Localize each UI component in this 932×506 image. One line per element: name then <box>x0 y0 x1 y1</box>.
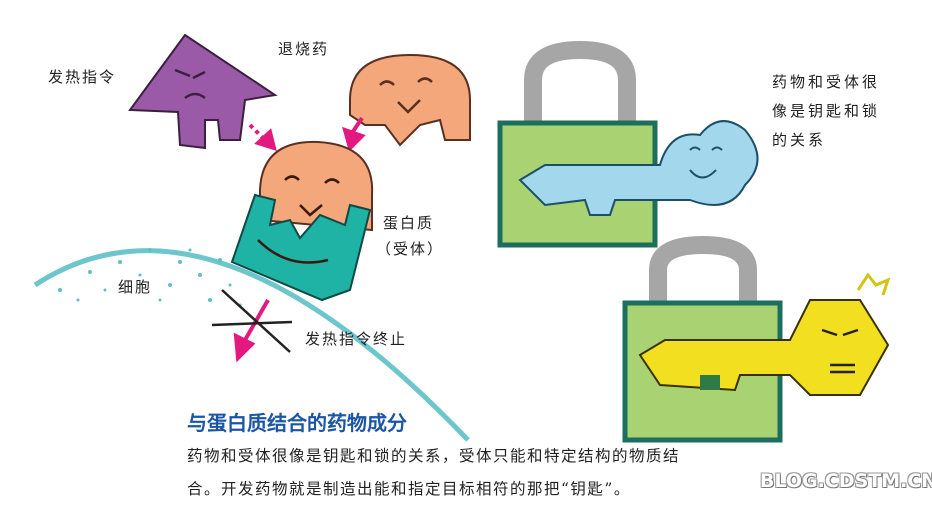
label-cell: 细胞 <box>118 278 153 296</box>
caption-line: 合。开发药物就是制造出能和指定目标相符的那把“钥匙”。 <box>187 480 631 498</box>
fever-signal-shape <box>128 33 278 150</box>
lock-with-wrong-key <box>622 235 891 443</box>
side-note-line: 像是钥匙和锁 <box>772 102 881 120</box>
label-protein: 蛋白质 <box>383 214 435 232</box>
lock-with-fitting-key <box>497 40 759 248</box>
label-fever-signal: 发热指令 <box>48 68 117 86</box>
cell-membrane <box>33 248 470 442</box>
side-note-line: 药物和受体很 <box>772 73 881 91</box>
side-note: 药物和受体很 像是钥匙和锁 的关系 <box>772 68 880 155</box>
caption-line: 药物和受体很像是钥匙和锁的关系，受体只能和特定结构的物质结 <box>187 447 681 465</box>
receptor-complex <box>230 140 374 302</box>
side-note-line: 的关系 <box>772 131 827 149</box>
block-cross <box>211 289 293 353</box>
label-receptor: （受体） <box>376 240 445 258</box>
antipyretic-shape <box>349 53 471 147</box>
caption-body: 药物和受体很像是钥匙和锁的关系，受体只能和特定结构的物质结 合。开发药物就是制造… <box>187 440 767 506</box>
cell-dots <box>58 248 242 307</box>
caption-title: 与蛋白质结合的药物成分 <box>187 411 407 435</box>
watermark: BLOG.CDSTM.CN <box>760 470 932 492</box>
label-fever-stop: 发热指令终止 <box>305 330 408 348</box>
label-antipyretic: 退烧药 <box>278 40 330 58</box>
